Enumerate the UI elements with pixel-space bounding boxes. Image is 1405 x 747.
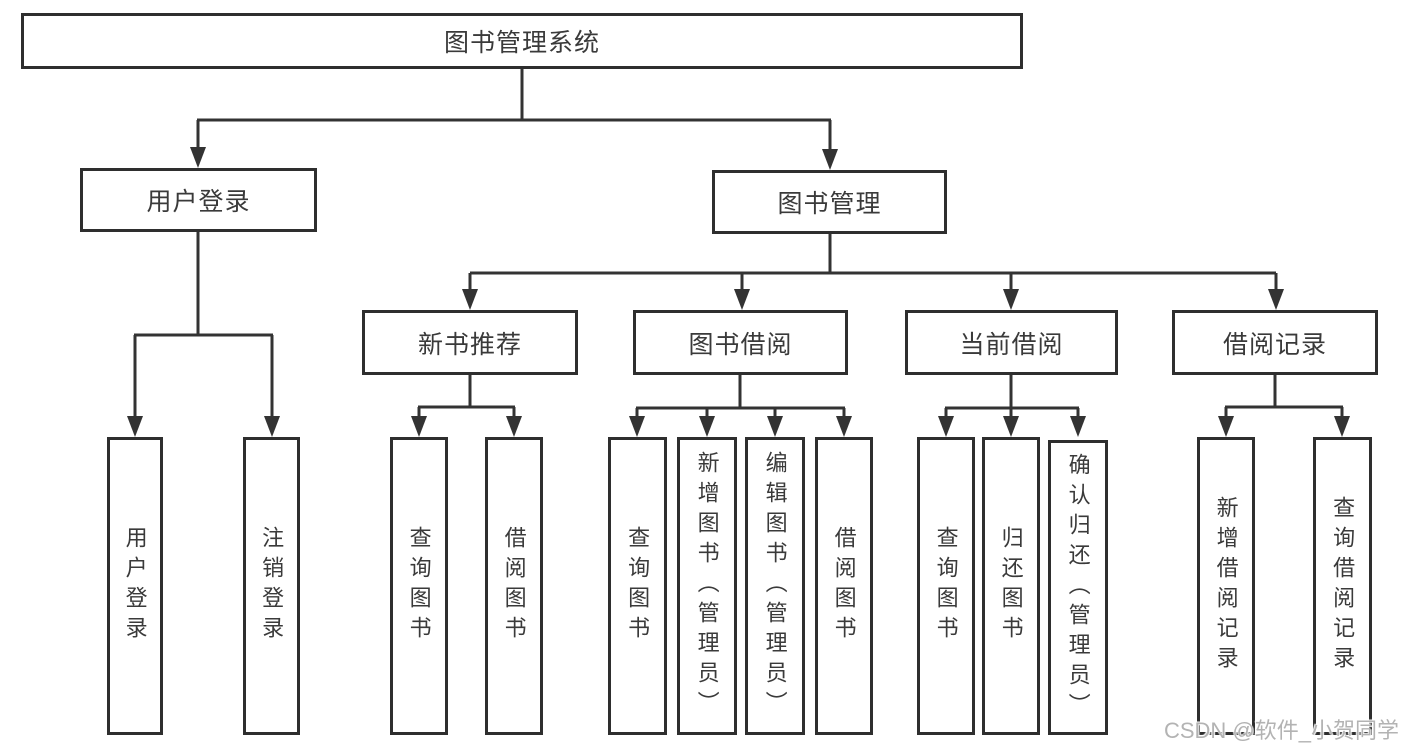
leaf-label: 借阅图书 (831, 526, 857, 646)
leaf-query-borrow-record: 查询借阅记录 (1313, 437, 1372, 735)
node-new-book-recommend: 新书推荐 (362, 310, 578, 375)
node-book-management: 图书管理 (712, 170, 947, 234)
leaf-label: 新增借阅记录 (1213, 496, 1239, 676)
leaf-confirm-return-admin: 确认归还（管理员） (1048, 440, 1108, 735)
leaf-query-books-current: 查询图书 (917, 437, 975, 735)
node-borrow-records: 借阅记录 (1172, 310, 1378, 375)
leaf-label: 用户登录 (122, 526, 148, 646)
leaf-query-books-borrow: 查询图书 (608, 437, 667, 735)
node-current-borrow: 当前借阅 (905, 310, 1118, 375)
node-book-borrow: 图书借阅 (633, 310, 848, 375)
leaf-borrow-books: 借阅图书 (815, 437, 873, 735)
leaf-label: 查询图书 (406, 526, 432, 646)
leaf-add-borrow-record: 新增借阅记录 (1197, 437, 1255, 735)
leaf-label: 新增图书（管理员） (694, 451, 720, 721)
leaf-label: 编辑图书（管理员） (762, 451, 788, 721)
leaf-label: 查询图书 (625, 526, 651, 646)
leaf-logout: 注销登录 (243, 437, 300, 735)
leaf-label: 借阅图书 (501, 526, 527, 646)
leaf-edit-book-admin: 编辑图书（管理员） (745, 437, 805, 735)
leaf-label: 注销登录 (259, 526, 285, 646)
leaf-query-books-recommend: 查询图书 (390, 437, 448, 735)
leaf-return-book: 归还图书 (982, 437, 1040, 735)
node-user-login: 用户登录 (80, 168, 317, 232)
leaf-label: 查询借阅记录 (1330, 496, 1356, 676)
watermark: CSDN @软件_小贺同学 (1163, 718, 1399, 743)
node-root: 图书管理系统 (21, 13, 1023, 69)
leaf-user-login: 用户登录 (107, 437, 163, 735)
leaf-label: 归还图书 (998, 526, 1024, 646)
leaf-borrow-books-recommend: 借阅图书 (485, 437, 543, 735)
leaf-add-book-admin: 新增图书（管理员） (677, 437, 737, 735)
leaf-label: 查询图书 (933, 526, 959, 646)
leaf-label: 确认归还（管理员） (1065, 452, 1091, 723)
